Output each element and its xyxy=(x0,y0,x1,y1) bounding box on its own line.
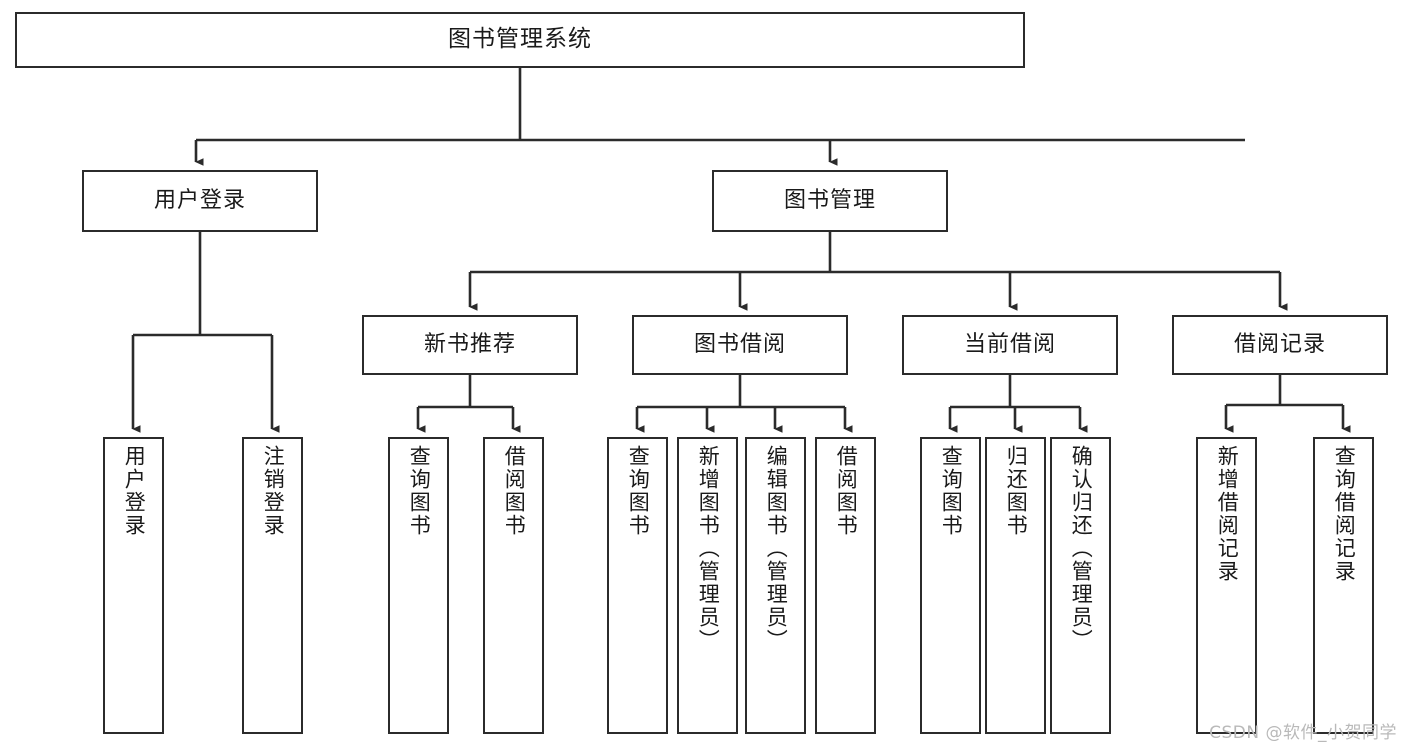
node-current-borrow[interactable]: 当前借阅 xyxy=(902,315,1118,375)
node-leaf-query-borrow-rec[interactable]: 查询借阅记录 xyxy=(1313,437,1374,734)
watermark: CSDN @软件_小贺同学 xyxy=(1209,723,1397,743)
node-leaf-query-borrow-rec-label: 查询借阅记录 xyxy=(1332,445,1357,583)
node-borrow-record[interactable]: 借阅记录 xyxy=(1172,315,1388,375)
node-leaf-user-logout-label: 注销登录 xyxy=(261,445,286,537)
node-leaf-query-book-label: 查询图书 xyxy=(626,445,651,537)
node-leaf-edit-book-admin[interactable]: 编辑图书（管理员） xyxy=(745,437,806,734)
node-user-login-label: 用户登录 xyxy=(153,187,246,213)
node-leaf-return-book-label: 归还图书 xyxy=(1004,445,1029,537)
node-leaf-query-book[interactable]: 查询图书 xyxy=(607,437,668,734)
node-leaf-add-borrow-rec[interactable]: 新增借阅记录 xyxy=(1196,437,1257,734)
node-user-login[interactable]: 用户登录 xyxy=(82,170,318,232)
node-leaf-query-book-rec[interactable]: 查询图书 xyxy=(388,437,449,734)
node-new-book-rec-label: 新书推荐 xyxy=(423,331,516,357)
node-leaf-user-logout[interactable]: 注销登录 xyxy=(242,437,303,734)
node-new-book-rec[interactable]: 新书推荐 xyxy=(362,315,578,375)
node-borrow-record-label: 借阅记录 xyxy=(1233,331,1326,357)
node-leaf-borrow-book-rec[interactable]: 借阅图书 xyxy=(483,437,544,734)
node-leaf-confirm-return[interactable]: 确认归还（管理员） xyxy=(1050,437,1111,734)
node-leaf-confirm-return-label: 确认归还（管理员） xyxy=(1069,445,1094,652)
node-book-manage-label: 图书管理 xyxy=(783,187,876,213)
node-leaf-add-book-admin[interactable]: 新增图书（管理员） xyxy=(677,437,738,734)
node-leaf-add-borrow-rec-label: 新增借阅记录 xyxy=(1215,445,1240,583)
node-current-borrow-label: 当前借阅 xyxy=(963,331,1056,357)
node-book-borrow-label: 图书借阅 xyxy=(693,331,786,357)
node-root-system[interactable]: 图书管理系统 xyxy=(15,12,1025,68)
node-leaf-query-book-cur[interactable]: 查询图书 xyxy=(920,437,981,734)
node-leaf-edit-book-admin-label: 编辑图书（管理员） xyxy=(764,445,789,652)
node-leaf-query-book-rec-label: 查询图书 xyxy=(407,445,432,537)
node-leaf-query-book-cur-label: 查询图书 xyxy=(939,445,964,537)
node-leaf-return-book[interactable]: 归还图书 xyxy=(985,437,1046,734)
node-book-manage[interactable]: 图书管理 xyxy=(712,170,948,232)
node-root-label: 图书管理系统 xyxy=(448,26,592,53)
node-leaf-user-login-label: 用户登录 xyxy=(122,445,147,537)
node-leaf-borrow-book-rec-label: 借阅图书 xyxy=(502,445,527,537)
node-leaf-borrow-book[interactable]: 借阅图书 xyxy=(815,437,876,734)
node-book-borrow[interactable]: 图书借阅 xyxy=(632,315,848,375)
node-leaf-borrow-book-label: 借阅图书 xyxy=(834,445,859,537)
node-leaf-add-book-admin-label: 新增图书（管理员） xyxy=(696,445,721,652)
node-leaf-user-login[interactable]: 用户登录 xyxy=(103,437,164,734)
